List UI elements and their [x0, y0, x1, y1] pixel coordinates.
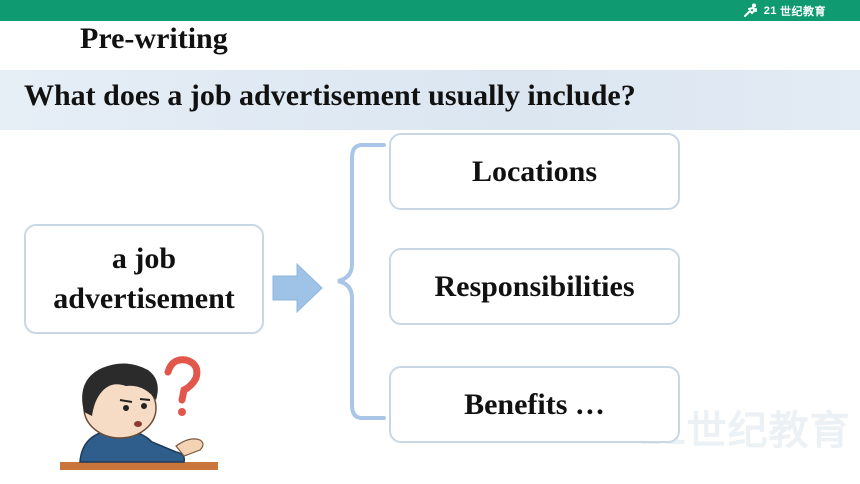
- page-title: Pre-writing: [80, 22, 228, 55]
- brace-connector: [337, 143, 386, 420]
- target-label: Responsibilities: [434, 269, 635, 303]
- target-label: Benefits …: [464, 387, 605, 421]
- thinking-student-illustration: [60, 356, 218, 470]
- question-heading: What does a job advertisement usually in…: [24, 79, 636, 112]
- runner-icon: [743, 3, 757, 17]
- brand-name: 世纪教育: [780, 5, 826, 18]
- brand-logo: 21 世纪教育: [741, 3, 826, 18]
- target-box-locations: Locations: [389, 133, 680, 210]
- top-bar: 21 世纪教育: [0, 0, 860, 21]
- source-box: a job advertisement: [24, 224, 264, 334]
- target-label: Locations: [471, 154, 597, 188]
- source-line-1: a job: [111, 242, 177, 275]
- source-line-2: advertisement: [53, 282, 235, 315]
- right-arrow-icon: [272, 262, 323, 314]
- target-box-responsibilities: Responsibilities: [389, 248, 680, 325]
- target-box-benefits: Benefits …: [389, 366, 680, 443]
- question-band: [0, 70, 860, 130]
- brand-number: 21: [763, 4, 777, 17]
